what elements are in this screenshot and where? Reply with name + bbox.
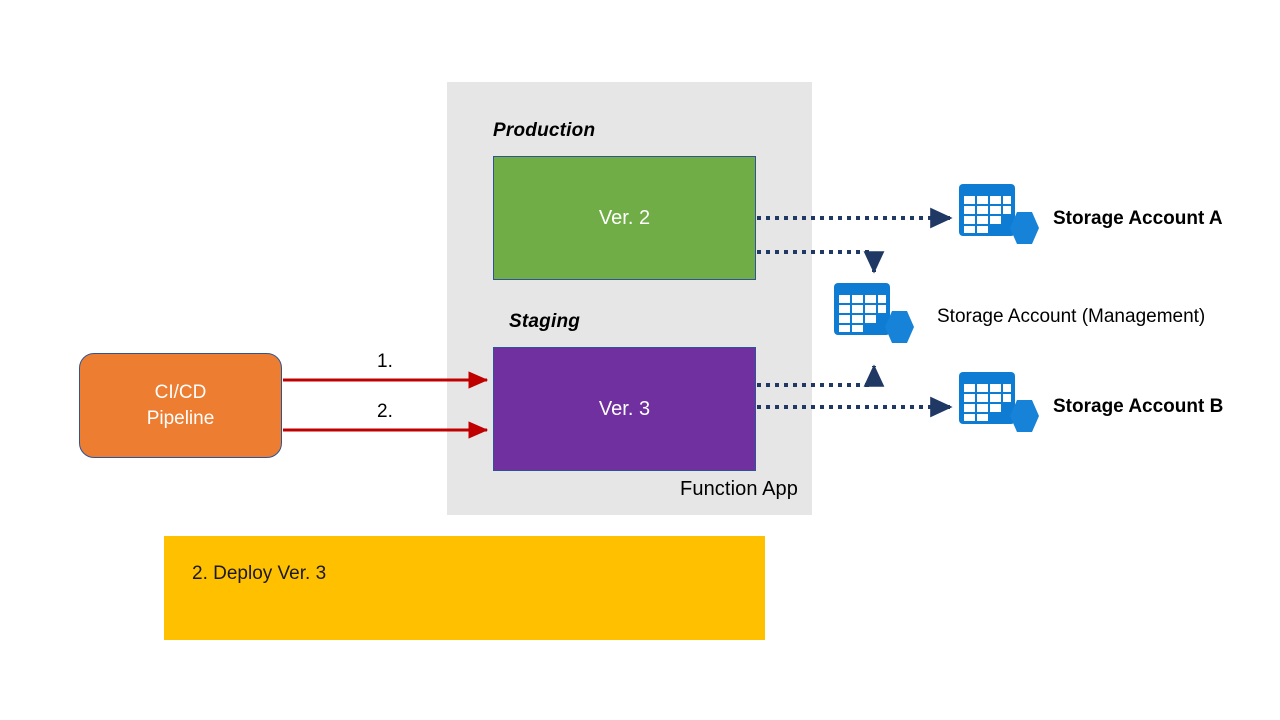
staging-version-box: Ver. 3 xyxy=(493,347,756,471)
deploy-note-text: 2. Deploy Ver. 3 xyxy=(192,563,327,584)
storage-account-a-label: Storage Account A xyxy=(1053,208,1223,229)
ci-cd-pipeline-label-line2: Pipeline xyxy=(146,407,215,429)
storage-account-b-label: Storage Account B xyxy=(1053,396,1224,417)
production-slot-heading: Production xyxy=(493,120,596,141)
production-version-label: Ver. 2 xyxy=(598,206,651,229)
step-label-1: 1. xyxy=(377,351,393,372)
storage-account-icon xyxy=(959,372,1039,432)
ci-cd-pipeline-box: CI/CD Pipeline xyxy=(79,353,282,458)
deploy-note-banner xyxy=(164,536,765,640)
function-app-label: Function App xyxy=(680,478,798,500)
staging-slot-heading: Staging xyxy=(509,311,581,332)
production-version-box: Ver. 2 xyxy=(493,156,756,280)
step-label-2: 2. xyxy=(377,401,393,422)
ci-cd-pipeline-label-line1: CI/CD xyxy=(154,382,207,404)
storage-account-icon xyxy=(834,283,914,343)
storage-account-icon xyxy=(959,184,1039,244)
storage-account-management-label: Storage Account (Management) xyxy=(937,306,1206,327)
staging-version-label: Ver. 3 xyxy=(598,397,651,420)
